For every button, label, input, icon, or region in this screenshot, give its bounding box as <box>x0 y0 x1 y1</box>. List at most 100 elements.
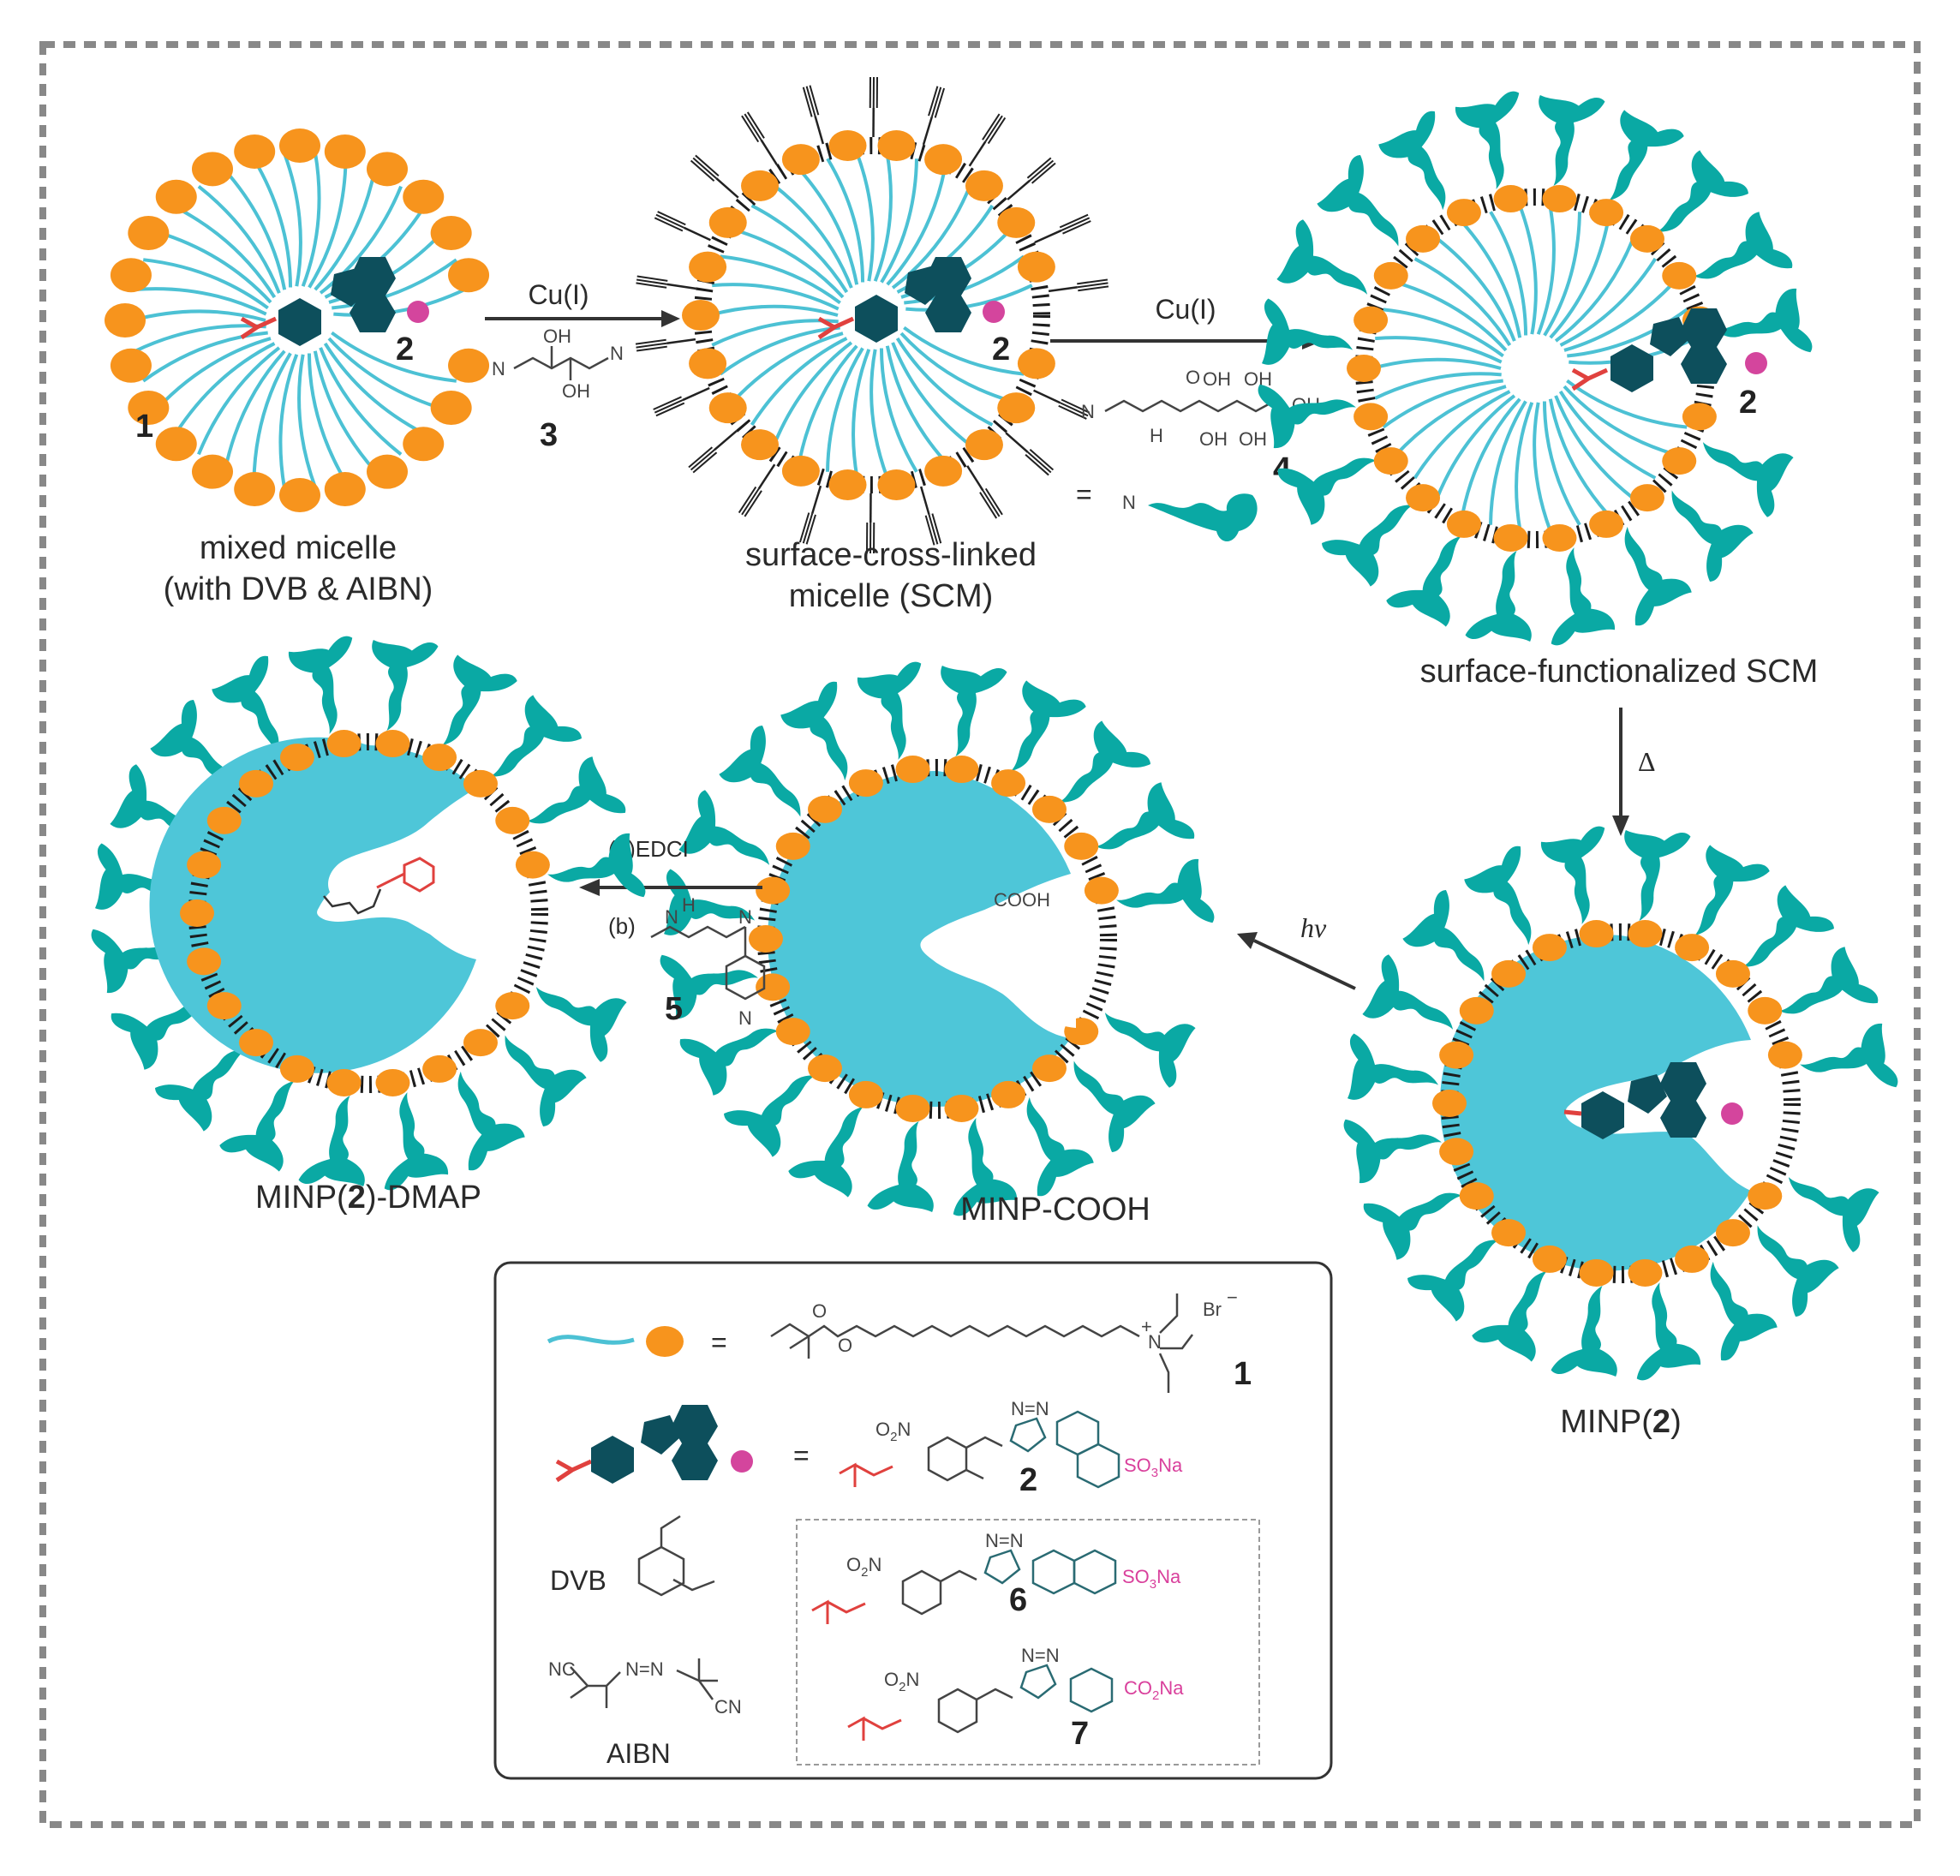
surfactant-tail <box>175 206 277 299</box>
surfactant-head <box>1491 959 1527 988</box>
surfactant-head <box>495 806 530 834</box>
surfactant-head <box>1715 959 1750 988</box>
surfactant-head <box>155 179 197 214</box>
surfactant-tail <box>333 288 466 317</box>
surfactant-heads <box>1432 920 1802 1287</box>
label-2: 2 <box>396 332 414 367</box>
surface-tag <box>1273 218 1385 316</box>
surfactant-head <box>895 756 930 784</box>
alkyne-triple-bond <box>654 399 684 414</box>
svg-text:CO2Na: CO2Na <box>1124 1677 1184 1703</box>
surfactant-head <box>430 391 472 425</box>
surfactant-head <box>128 216 170 250</box>
surface-tag <box>1359 953 1471 1051</box>
alkyne-triple-bond <box>982 113 1001 140</box>
svg-text:=: = <box>793 1440 810 1471</box>
equals-tag: = <box>1076 479 1092 510</box>
surfactant-head <box>1064 832 1099 860</box>
surfactant-head <box>781 144 820 176</box>
surfactant-tail <box>732 228 845 299</box>
svg-text:N: N <box>492 358 505 379</box>
svg-text:NC: NC <box>548 1658 576 1680</box>
svg-text:Br: Br <box>1203 1299 1222 1320</box>
surfactant-head <box>1589 510 1624 538</box>
surfactant-head <box>1031 1055 1067 1083</box>
surfactant-head <box>239 1029 274 1057</box>
surface-tag <box>518 965 630 1064</box>
surfactant-head <box>375 730 410 758</box>
surfactant-tail <box>720 254 841 305</box>
alkyne-triple-bond <box>979 492 998 519</box>
surfactant-head <box>463 1029 498 1057</box>
surfactant-head <box>1353 403 1389 431</box>
alkyne-triple-bond <box>657 211 686 226</box>
surfactant-head <box>1493 523 1528 552</box>
surface-tag <box>1685 421 1797 519</box>
legend-label-2: 2 <box>1019 1462 1037 1498</box>
surfactant-head <box>1439 1041 1474 1069</box>
alkyne-triple-bond <box>692 451 718 474</box>
reagent-hv: hν <box>1300 912 1327 943</box>
surfactant-head <box>206 806 242 834</box>
surface-tag <box>867 1116 942 1216</box>
svg-text:=: = <box>711 1327 727 1358</box>
surfactant-head <box>187 947 222 976</box>
surfactant-head <box>192 152 233 187</box>
surfactant-tail <box>197 185 281 294</box>
surfactant-head <box>515 851 550 879</box>
surface-tag <box>1795 1022 1899 1107</box>
template-molecule-2 <box>1571 308 1767 392</box>
surfactant-tail <box>319 347 403 456</box>
diazide-structure-3: N OH OH N <box>492 326 624 402</box>
surfactant-tail <box>1543 212 1581 337</box>
surface-tag <box>932 662 1007 762</box>
surfactant-head <box>991 769 1026 798</box>
surface-tag <box>856 660 941 765</box>
template-naphthalene <box>350 257 396 332</box>
surfactant-tail <box>1542 401 1581 526</box>
surfactant-head <box>234 472 276 507</box>
surface-tag <box>1111 857 1216 942</box>
alkyne-bond <box>810 485 822 515</box>
svg-text:O: O <box>838 1335 852 1356</box>
surfactant-head <box>367 454 408 489</box>
legend-label-6: 6 <box>1009 1582 1027 1618</box>
surfactant-tails <box>1371 206 1696 531</box>
surfactant-head <box>1432 1090 1467 1117</box>
surfactant-head <box>749 925 783 953</box>
svg-text:−: − <box>1227 1287 1238 1308</box>
surfactant-head <box>1589 199 1624 227</box>
surfactant-head <box>1715 1219 1750 1247</box>
surfactant-head <box>324 134 366 169</box>
alkyne-triple-bond <box>982 489 1001 517</box>
crosslink-ring <box>188 733 548 1093</box>
legend-template-row: = O2N N=N SO3Na 2 <box>555 1398 1183 1498</box>
svg-text:N: N <box>610 343 624 364</box>
surface-tag <box>1616 827 1691 926</box>
alkyne-triple-bond <box>928 86 939 117</box>
alkyne-bond <box>715 177 739 199</box>
surfactant-tail <box>895 337 994 427</box>
alkyne-triple-bond <box>1058 404 1087 420</box>
surfactant-tail <box>143 258 269 310</box>
surfactant-head <box>155 427 197 462</box>
surfactant-head <box>756 876 791 905</box>
alkyne-triple-bond <box>744 113 762 141</box>
surfactant-head <box>1459 1182 1494 1210</box>
svg-text:N: N <box>1148 1331 1162 1353</box>
svg-text:O2N: O2N <box>884 1669 919 1694</box>
surfactant-head <box>367 152 408 187</box>
reagent-b: (b) <box>608 913 636 939</box>
surfactant-head <box>708 392 747 424</box>
alkyne-bond <box>1033 389 1061 404</box>
alkyne-bond <box>966 465 984 492</box>
minp-dmap-label: MINP(2)-DMAP <box>255 1180 481 1216</box>
surfactant-head <box>1491 1219 1527 1247</box>
alkyne-triple-bond <box>1026 157 1052 179</box>
surfactant-head <box>206 992 242 1020</box>
alkyne-triple-bond <box>924 515 935 546</box>
surfactant-heads <box>1347 185 1717 552</box>
surfactant-tail <box>223 350 286 471</box>
surfactant-head <box>965 429 1003 461</box>
surfactant-head <box>965 170 1003 201</box>
